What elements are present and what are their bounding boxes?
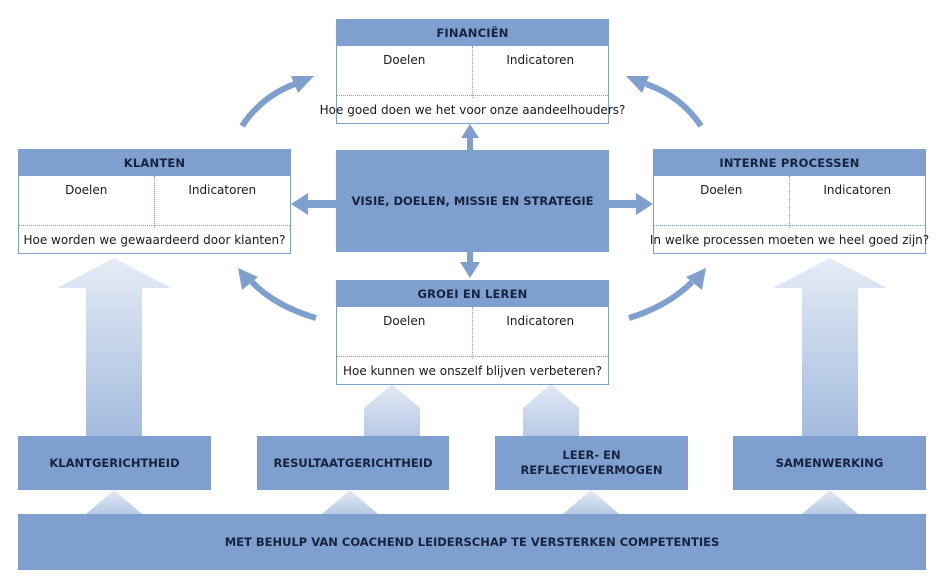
curve-arrowhead-bottom-right [686, 268, 706, 290]
card-title: INTERNE PROCESSEN [654, 150, 925, 176]
curve-arrow-bottom-left [249, 279, 317, 321]
flow-arrow-processen [773, 258, 887, 436]
arrow-left-icon [291, 193, 336, 215]
curve-arrowhead-top-right [626, 76, 649, 93]
competency-klantgerichtheid: KLANTGERICHTHEID [18, 436, 211, 490]
card-groei-en-leren: GROEI EN LEREN Doelen Indicatoren Hoe ku… [336, 280, 609, 385]
competency-label: RESULTAATGERICHTHEID [273, 455, 433, 470]
card-indicatoren: Indicatoren [506, 314, 575, 328]
card-question: Hoe worden we gewaardeerd door klanten? [19, 225, 290, 253]
competency-label: LEER- EN [562, 448, 621, 462]
competency-label: KLANTGERICHTHEID [49, 455, 180, 470]
card-indicatoren: Indicatoren [823, 183, 892, 197]
card-financien: FINANCIËN Doelen Indicatoren Hoe goed do… [320, 19, 625, 124]
curve-arrowhead-top-left [291, 76, 314, 93]
flow-arrow-groei-left [364, 384, 420, 436]
card-question: Hoe goed doen we het voor onze aandeelho… [320, 95, 625, 123]
card-question: In welke processen moeten we heel goed z… [650, 225, 929, 253]
card-title: GROEI EN LEREN [337, 281, 608, 307]
card-doelen: Doelen [337, 46, 473, 98]
card-klanten: KLANTEN Doelen Indicatoren Hoe worden we… [18, 149, 291, 254]
competency-label-line2: REFLECTIEVERMOGEN [520, 463, 663, 477]
bottom-leadership-bar: MET BEHULP VAN COACHEND LEIDERSCHAP TE V… [18, 514, 926, 570]
curve-arrowhead-bottom-left [238, 268, 258, 290]
card-title: FINANCIËN [337, 20, 608, 46]
card-doelen: Doelen [654, 176, 790, 228]
arrow-right-icon [609, 193, 653, 215]
competency-resultaatgerichtheid: RESULTAATGERICHTHEID [257, 436, 449, 490]
flow-arrow-bottom-4 [802, 490, 858, 514]
card-doelen: Doelen [337, 307, 473, 359]
arrow-up-icon [461, 124, 479, 150]
card-interne-processen: INTERNE PROCESSEN Doelen Indicatoren In … [650, 149, 929, 254]
flow-arrow-bottom-2 [322, 490, 378, 514]
flow-arrow-groei-right [523, 384, 579, 436]
competency-leer-en-reflectievermogen: LEER- EN REFLECTIEVERMOGEN [495, 436, 688, 490]
curve-arrow-bottom-right [628, 279, 695, 321]
competency-label: SAMENWERKING [775, 455, 884, 470]
center-strategy-box: VISIE, DOELEN, MISSIE EN STRATEGIE [336, 150, 609, 252]
competency-samenwerking: SAMENWERKING [733, 436, 926, 490]
curve-arrow-top-right [645, 81, 704, 128]
flow-arrow-bottom-1 [86, 490, 142, 514]
flow-arrow-klanten [57, 258, 171, 436]
card-title: KLANTEN [19, 150, 290, 176]
curve-arrow-top-left [239, 81, 297, 128]
flow-arrow-bottom-3 [563, 490, 619, 514]
card-indicatoren: Indicatoren [188, 183, 257, 197]
card-doelen: Doelen [19, 176, 155, 228]
card-indicatoren: Indicatoren [506, 53, 575, 67]
card-question: Hoe kunnen we onszelf blijven verbeteren… [337, 356, 608, 384]
arrow-down-icon [460, 252, 480, 278]
